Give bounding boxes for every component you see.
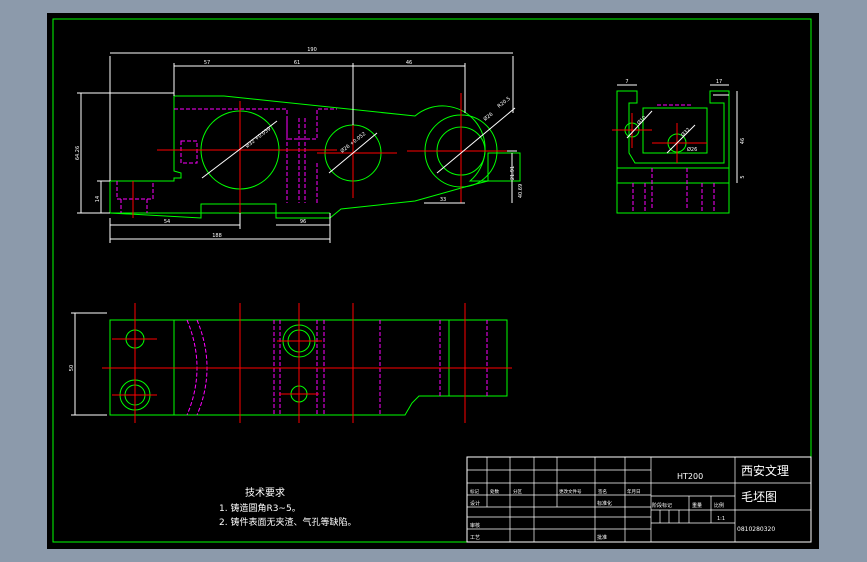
side-dim-hole-1: Ø10	[635, 114, 647, 126]
side-outline	[616, 90, 730, 214]
plan-dim-lines	[71, 312, 107, 416]
dim-overall-length: 190	[307, 47, 317, 53]
side-centerlines	[612, 113, 707, 163]
tb-approve: 批准	[597, 534, 607, 541]
side-dim-h1: 46	[740, 138, 746, 144]
dim-right-3: 33	[440, 197, 446, 203]
tb-scale: 1:1	[717, 516, 725, 522]
dim-right-1: 21.91	[510, 166, 516, 180]
dim-seg-3: 46	[406, 60, 412, 66]
tb-row-marks: 标记	[470, 488, 479, 495]
drawing-svg: 190 57 61 46 64.26 14 Ø32 +0.039 Ø26 +0.…	[52, 18, 812, 543]
dim-height-left: 64.26	[75, 146, 81, 160]
side-dim-hole-3: Ø26	[687, 146, 697, 153]
tb-material: HT200	[677, 472, 703, 481]
tb-process: 工艺	[470, 535, 480, 541]
dim-right-2: 40.69	[518, 184, 524, 198]
side-dim-hole-2: Ø32	[679, 126, 691, 138]
side-dim-lines	[617, 84, 738, 183]
dim-height-small: 14	[95, 196, 101, 202]
tb-design: 设计	[470, 500, 480, 507]
title-block-frame	[466, 456, 812, 543]
plan-view: 50	[69, 303, 512, 423]
front-view: 190 57 61 46 64.26 14 Ø32 +0.039 Ø26 +0.…	[75, 47, 524, 243]
drawing-canvas[interactable]: 190 57 61 46 64.26 14 Ø32 +0.039 Ø26 +0.…	[47, 13, 819, 549]
plan-centerlines	[102, 303, 512, 423]
tb-school: 西安文理	[741, 463, 789, 478]
tb-scale-header: 比例	[714, 502, 724, 509]
dim-hole-1: Ø32 +0.039	[244, 125, 272, 149]
tb-mark-header: 阶段标记	[652, 502, 672, 509]
tb-row-sign: 签名	[598, 488, 607, 495]
tb-row-count: 处数	[490, 488, 499, 495]
front-leaders	[201, 107, 516, 179]
tb-drawing-name: 毛坯图	[741, 490, 777, 504]
dim-hole-3: Ø26	[482, 111, 494, 123]
dim-bottom-3: 188	[212, 233, 222, 239]
front-dim-lines	[77, 52, 517, 243]
tb-row-zone: 分区	[513, 488, 522, 495]
drawing-frame	[52, 18, 812, 543]
side-inner-slot	[642, 107, 708, 154]
side-dim-top-2: 17	[716, 79, 722, 85]
side-hidden-lines	[632, 104, 715, 213]
tb-row-change: 更改文件号	[559, 488, 582, 495]
title-block-grid	[467, 457, 811, 542]
dim-bottom-1: 54	[164, 219, 170, 225]
tb-row-date: 年月日	[627, 488, 641, 495]
front-hidden-lines	[116, 108, 337, 213]
technical-notes: 技术要求 1. 铸造圆角R3~5。 2. 铸件表面无夹渣、气孔等缺陷。	[219, 486, 356, 528]
title-block: HT200 西安文理 毛坯图 阶段标记 重量 比例 1:1 0810280320…	[466, 456, 812, 543]
tb-review: 审核	[470, 522, 480, 529]
side-view: 7 17 Ø10 Ø32 Ø26 46 5	[612, 79, 746, 214]
tb-standard: 标准化	[597, 500, 612, 507]
dim-bottom-2: 96	[300, 219, 306, 225]
front-centerlines	[132, 93, 512, 218]
plan-dim-height: 50	[69, 365, 75, 371]
notes-line-1: 1. 铸造圆角R3~5。	[219, 502, 301, 514]
front-outline	[109, 95, 521, 219]
dim-seg-1: 57	[204, 60, 210, 66]
dim-seg-2: 61	[294, 60, 300, 66]
notes-title: 技术要求	[245, 486, 285, 499]
side-dim-h2: 5	[740, 175, 746, 178]
tb-drawing-no: 0810280320	[737, 526, 775, 533]
dim-radius-boss: R20.5	[497, 96, 512, 110]
notes-line-2: 2. 铸件表面无夹渣、气孔等缺陷。	[219, 516, 356, 528]
tb-weight-header: 重量	[692, 502, 702, 509]
side-dim-top-1: 7	[625, 79, 628, 85]
plan-outline	[109, 319, 508, 416]
